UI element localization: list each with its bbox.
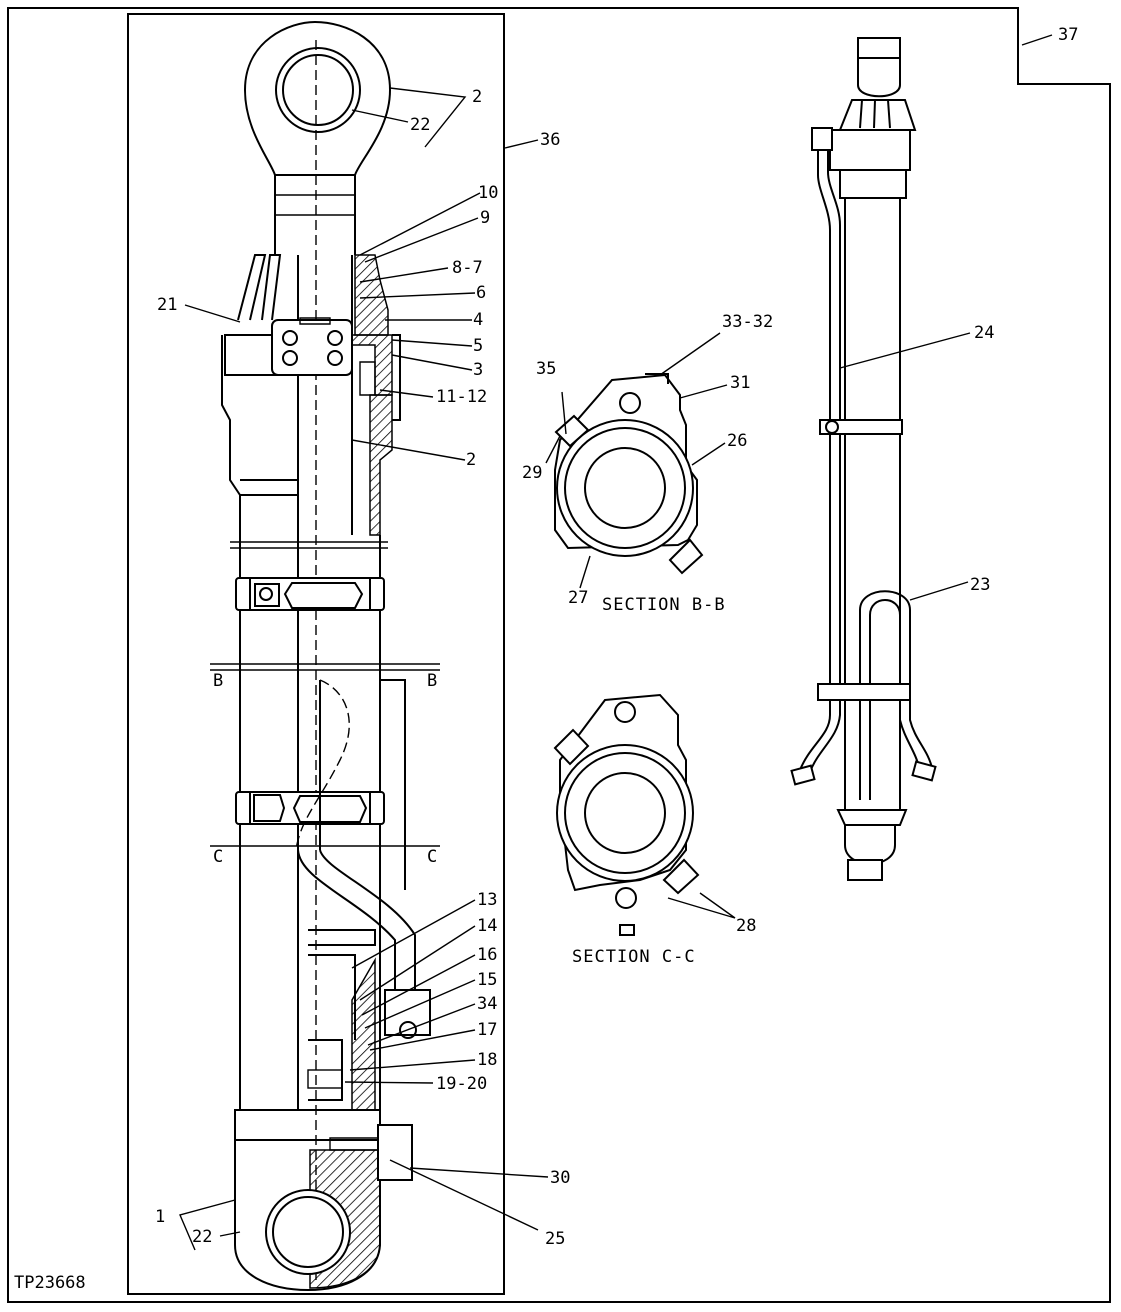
callout-2-mid: 2 bbox=[466, 450, 476, 470]
section-c-c: SECTION C-C bbox=[553, 693, 736, 967]
callout-15: 15 bbox=[477, 970, 497, 990]
main-cylinder: B B C C bbox=[210, 20, 440, 1292]
callout-8-7: 8-7 bbox=[452, 258, 483, 278]
callout-37: 37 bbox=[1058, 25, 1078, 45]
callout-35: 35 bbox=[536, 359, 556, 379]
section-c-c-title: SECTION C-C bbox=[572, 947, 696, 967]
callout-18: 18 bbox=[477, 1050, 497, 1070]
section-b-b: SECTION B-B bbox=[545, 332, 728, 615]
callout-3: 3 bbox=[473, 360, 483, 380]
section-mark-b-right: B bbox=[427, 671, 437, 691]
callout-25: 25 bbox=[545, 1229, 565, 1249]
callout-6: 6 bbox=[476, 283, 486, 303]
exterior-view bbox=[790, 34, 1053, 881]
callout-30: 30 bbox=[550, 1168, 570, 1188]
main-leaders bbox=[179, 87, 549, 1251]
callout-16: 16 bbox=[477, 945, 497, 965]
callout-19-20: 19-20 bbox=[436, 1074, 487, 1094]
section-b-b-title: SECTION B-B bbox=[602, 595, 726, 615]
callout-28: 28 bbox=[736, 916, 756, 936]
callout-labels: 2 22 36 10 9 8-7 6 4 5 3 11-12 2 21 13 1… bbox=[14, 25, 1078, 1293]
figure-id: TP23668 bbox=[14, 1273, 86, 1293]
callout-13: 13 bbox=[477, 890, 497, 910]
callout-31: 31 bbox=[730, 373, 750, 393]
callout-22-top: 22 bbox=[410, 115, 430, 135]
callout-4: 4 bbox=[473, 310, 483, 330]
callout-26: 26 bbox=[727, 431, 747, 451]
cylinder-frame bbox=[127, 13, 505, 1295]
outer-frame bbox=[7, 7, 1111, 1303]
callout-11-12: 11-12 bbox=[436, 387, 487, 407]
callout-1: 1 bbox=[155, 1207, 165, 1227]
section-mark-c-left: C bbox=[213, 847, 223, 867]
callout-5: 5 bbox=[473, 336, 483, 356]
callout-29: 29 bbox=[522, 463, 542, 483]
callout-21: 21 bbox=[157, 295, 177, 315]
callout-36: 36 bbox=[540, 130, 560, 150]
callout-2-top: 2 bbox=[472, 87, 482, 107]
callout-27: 27 bbox=[568, 588, 588, 608]
callout-14: 14 bbox=[477, 916, 497, 936]
callout-24: 24 bbox=[974, 323, 994, 343]
callout-23: 23 bbox=[970, 575, 990, 595]
callout-33-32: 33-32 bbox=[722, 312, 773, 332]
callout-9: 9 bbox=[480, 208, 490, 228]
callout-34: 34 bbox=[477, 994, 497, 1014]
callout-17: 17 bbox=[477, 1020, 497, 1040]
callout-10: 10 bbox=[478, 183, 498, 203]
section-mark-c-right: C bbox=[427, 847, 437, 867]
callout-22-bottom: 22 bbox=[192, 1227, 212, 1247]
section-mark-b-left: B bbox=[213, 671, 223, 691]
